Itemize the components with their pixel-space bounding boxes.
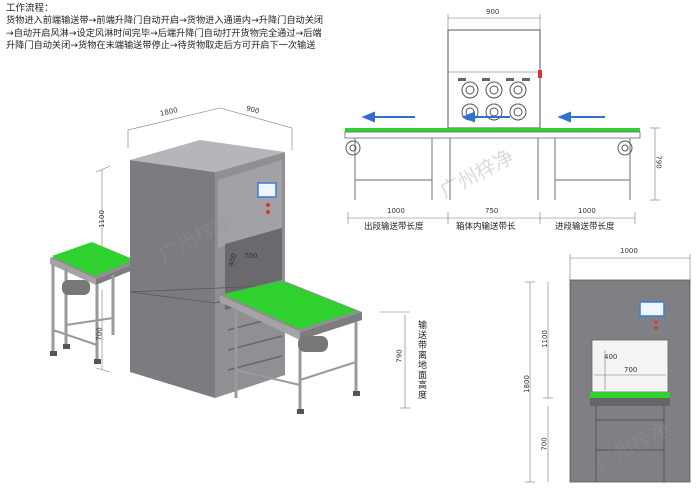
process-description: 工作流程： 货物进入前端输送带→前端升降门自动开启→货物进入通道内→升降门自动关… <box>6 3 386 52</box>
top-dim-mid: 750 <box>485 207 499 215</box>
right-belt <box>223 281 358 329</box>
isometric-view <box>50 107 410 414</box>
left-belt <box>52 242 135 276</box>
control-screen <box>257 182 277 198</box>
cabinet-top <box>130 140 285 172</box>
cabinet-side <box>130 160 215 398</box>
caption-in-belt: 进段输送带长度 <box>555 222 615 232</box>
process-line-2: →自动开启风淋→设定风淋时间完毕→后端升降门自动打开货物完全通过→后端 <box>6 27 322 39</box>
iso-dim-700b: 700 <box>244 252 258 260</box>
process-line-3: 升降门自动关闭→货物在末端输送带停止→待货物取走后方可开启下一次输送 <box>6 39 316 51</box>
front-opening <box>591 339 669 393</box>
front-view <box>525 254 691 483</box>
process-title: 工作流程： <box>6 3 54 14</box>
front-dim-1000: 1000 <box>620 247 638 255</box>
flow-arrows <box>361 111 605 123</box>
front-dim-400: 400 <box>604 353 618 361</box>
conveyor-height-label: 输送带离地面高度 <box>416 320 426 400</box>
front-belt <box>590 392 670 398</box>
top-view <box>344 14 660 224</box>
front-dim-700w: 700 <box>624 366 638 374</box>
top-dim-790: 790 <box>654 155 663 169</box>
front-dim-1100: 1100 <box>540 330 549 348</box>
iso-dim-790: 790 <box>395 349 404 363</box>
top-dim-900: 900 <box>486 8 500 16</box>
caption-mid-belt: 箱体内输送带长 <box>456 222 516 232</box>
iso-dim-700: 700 <box>95 327 104 341</box>
top-dim-out: 1000 <box>387 207 405 215</box>
caption-out-belt: 出段输送带长度 <box>364 222 424 232</box>
top-belt <box>345 128 640 132</box>
left-conveyor <box>50 242 138 364</box>
right-conveyor <box>220 280 362 414</box>
iso-dim-1100: 1100 <box>97 210 106 228</box>
process-line-1: 货物进入前端输送带→前端升降门自动开启→货物进入通道内→升降门自动关闭 <box>6 15 324 27</box>
front-dim-700: 700 <box>540 437 549 451</box>
air-nozzles <box>461 81 527 121</box>
top-dim-in: 1000 <box>578 207 596 215</box>
front-control-screen <box>639 301 665 317</box>
cabinet <box>129 140 286 398</box>
front-dim-1800: 1800 <box>522 375 531 393</box>
